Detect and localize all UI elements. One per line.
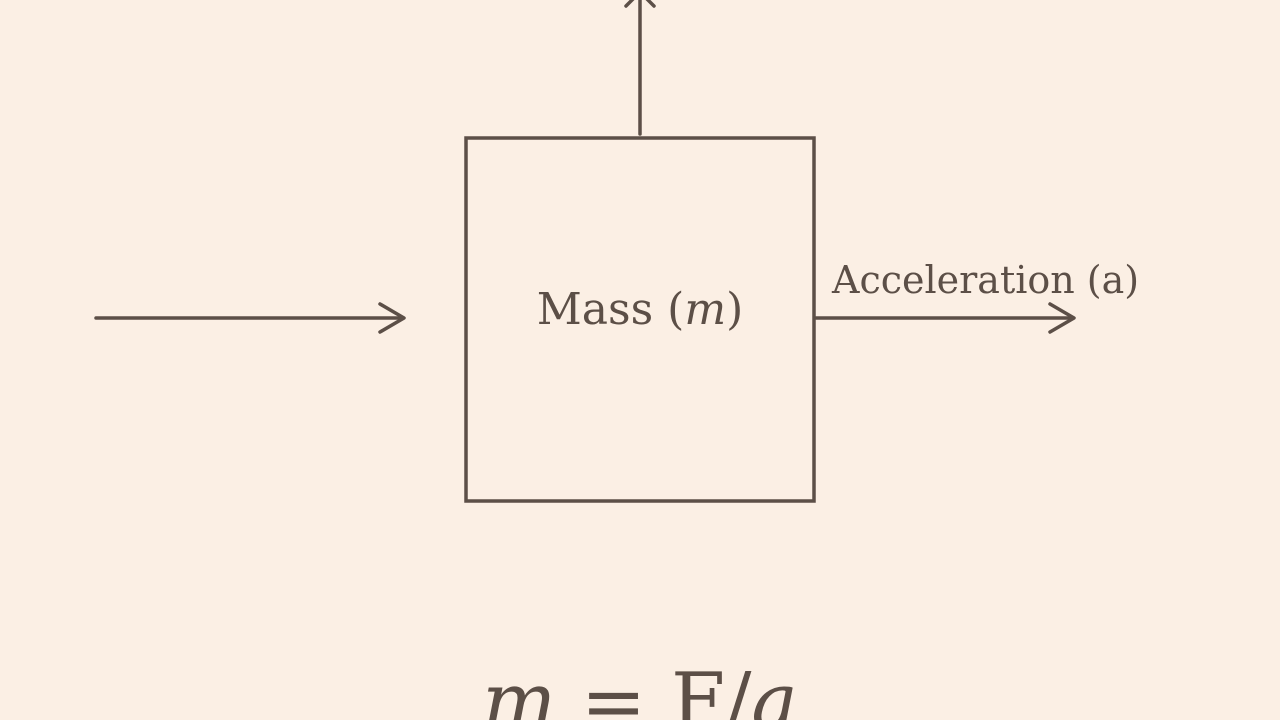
formula-mass-symbol: m <box>482 657 557 720</box>
acceleration-arrow <box>814 302 1076 334</box>
formula-divide: / <box>725 657 752 720</box>
mass-label-prefix: Mass ( <box>536 284 685 335</box>
formula-force-symbol: F <box>671 657 726 720</box>
mass-symbol: m <box>684 284 727 335</box>
mass-label: Mass (m) <box>466 278 814 342</box>
upward-force-arrow <box>624 0 656 136</box>
mass-label-suffix: ) <box>726 284 744 335</box>
formula-equals: = <box>556 657 671 720</box>
mass-formula: m = F/a <box>340 652 940 720</box>
acceleration-label: Acceleration (a) <box>832 258 1140 302</box>
formula-acceleration-symbol: a <box>751 657 798 720</box>
applied-force-arrow <box>94 302 406 334</box>
mass-block <box>464 136 816 503</box>
